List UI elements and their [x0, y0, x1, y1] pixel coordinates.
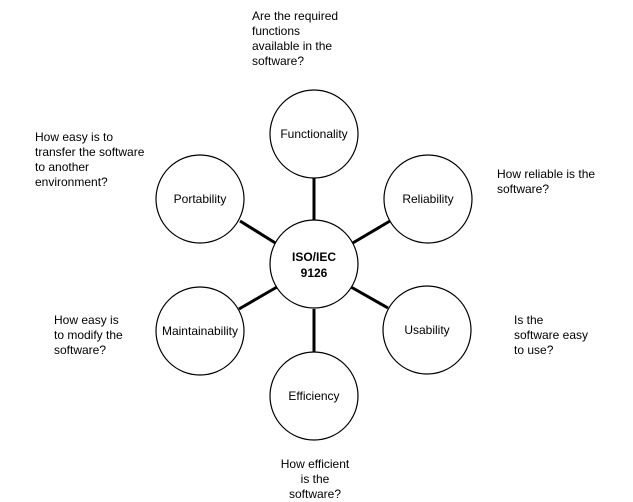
node-label-portability: Portability — [174, 192, 227, 206]
question-portability: How easy is to transfer the software to … — [35, 130, 145, 189]
center-label-line1: ISO/IEC — [292, 250, 336, 264]
node-functionality: Functionality — [269, 89, 359, 179]
question-efficiency: How efficient is the software? — [280, 457, 350, 501]
node-label-reliability: Reliability — [402, 192, 453, 206]
center-label-line2: 9126 — [301, 266, 328, 280]
node-portability: Portability — [155, 154, 245, 244]
node-efficiency: Efficiency — [269, 351, 359, 441]
node-reliability: Reliability — [383, 154, 473, 244]
question-reliability: How reliable is the software? — [497, 167, 596, 196]
node-maintainability: Maintainability — [155, 286, 245, 376]
node-label-maintainability: Maintainability — [162, 324, 238, 338]
node-usability: Usability — [382, 285, 472, 375]
center-node: ISO/IEC 9126 — [269, 219, 359, 309]
connector-usability — [350, 285, 389, 310]
node-label-efficiency: Efficiency — [288, 389, 339, 403]
connector-maintainability — [238, 285, 278, 311]
connector-portability — [239, 219, 278, 246]
question-usability: Is the software easy to use? — [514, 313, 589, 357]
node-label-usability: Usability — [404, 323, 449, 337]
connector-reliability — [350, 219, 391, 246]
question-functionality: Are the required functions available in … — [252, 9, 339, 68]
question-maintainability: How easy is to modify the software? — [54, 313, 123, 357]
node-label-functionality: Functionality — [280, 127, 347, 141]
